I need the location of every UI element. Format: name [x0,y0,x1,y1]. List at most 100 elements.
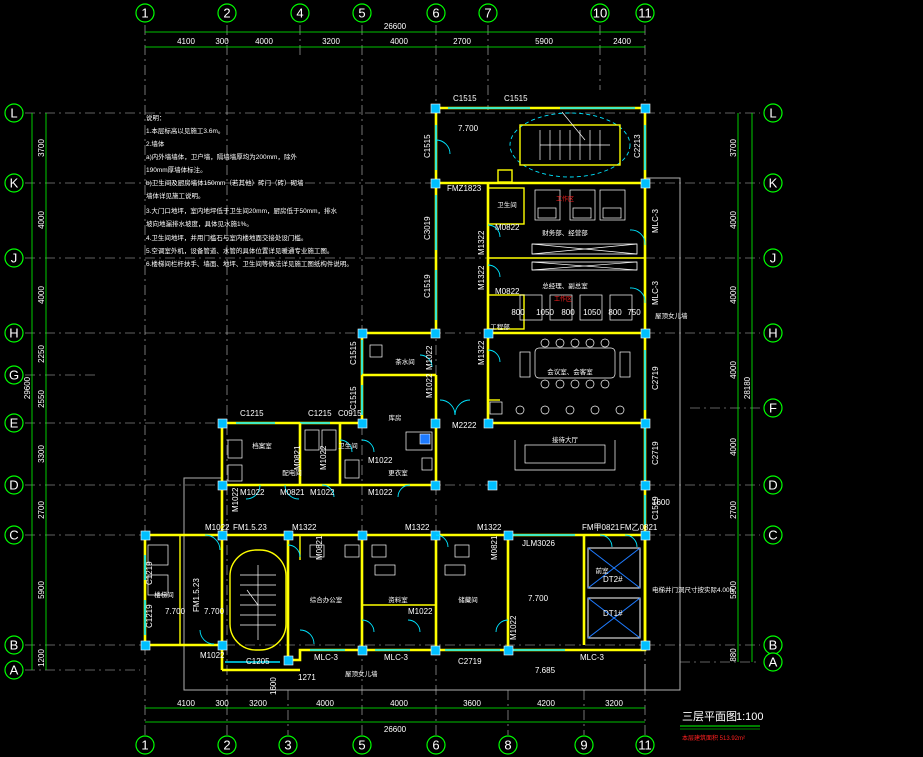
tag-jlm: JLM3026 [522,539,555,548]
axis-bubble-left-E: E [4,413,24,433]
svg-text:C: C [9,528,18,543]
dim-bottom-seg: 300 [215,699,229,708]
tag-m1022-g: M1022 [408,607,433,616]
svg-text:7: 7 [484,6,491,21]
left-dimensions: 29600 3700 4000 4000 2250 2550 3300 2700… [23,113,47,670]
tag-elev-c: 7.700 [204,607,225,616]
axis-bubble-top-7: 7 [478,3,498,23]
svg-text:2250: 2250 [37,345,46,363]
svg-text:1.本层标高以见施工3.6m。: 1.本层标高以见施工3.6m。 [146,126,224,135]
svg-text:1050: 1050 [536,308,554,317]
svg-text:b)卫生间及厨房墙体150mm（若其他）砖门（砖）砌墙: b)卫生间及厨房墙体150mm（若其他）砖门（砖）砌墙 [146,178,304,187]
tag-labels: C1515 C1515 7.700 FMZ1823 M0822 M0822 M2… [145,94,734,695]
axis-bubble-left-A: A [4,660,24,680]
dim-top-total: 26600 [384,22,407,31]
bottom-dimensions: 4100 300 3200 4000 4000 3600 4200 3200 2… [145,699,645,734]
svg-text:D: D [9,478,18,493]
axis-bubble-top-11: 11 [635,3,655,23]
room-labels: 卫生间 财务部、经营部 总经理、副总室 会议室、会客室 接待大厅 茶水间 库房 … [154,200,609,604]
red-label-2: 工作区 [554,295,572,303]
room-label-office2: 财务部、经营部 [542,228,588,237]
room-label-office3: 总经理、副总室 [542,281,588,290]
svg-text:A: A [10,663,19,678]
svg-text:4000: 4000 [729,286,738,304]
tag-c1515-v3: C1515 [349,386,358,410]
room-label-archive: 档案室 [252,441,272,450]
left-axis-bubbles: L K J H G E D C B A [4,103,24,680]
dim-top-seg: 4000 [390,37,408,46]
tag-m2222: M2222 [452,421,477,430]
axis-bubble-bottom-8: 8 [498,735,518,755]
bottom-axis-bubbles: 1 2 3 5 6 8 9 11 [135,735,655,755]
tag-m1022-v3: M1022 [231,487,240,512]
elevator-tag-2: DT1# [603,609,623,618]
axis-bubble-bottom-9: 9 [574,735,594,755]
columns [140,103,651,666]
exterior-walls [143,106,647,672]
north-stair [509,111,631,178]
svg-text:C: C [768,528,777,543]
tag-c1515-v: C1515 [423,134,432,158]
parapet-outline [183,177,681,691]
axis-bubble-top-6: 6 [426,3,446,23]
axis-bubble-left-L: L [4,103,24,123]
svg-text:8: 8 [504,738,511,753]
dim-bottom-seg: 4100 [177,699,195,708]
axis-bubble-right-D: D [763,475,783,495]
svg-text:F: F [769,401,777,416]
svg-text:4000: 4000 [729,361,738,379]
tag-m1322-c: M1322 [477,523,502,532]
svg-text:4000: 4000 [37,211,46,229]
axis-bubble-top-10: 10 [590,3,610,23]
svg-text:B: B [10,638,19,653]
svg-text:5: 5 [358,6,365,21]
svg-text:3700: 3700 [37,139,46,157]
annot-elevator: 电梯井门洞尺寸按实际4.00h [652,585,734,594]
doors [199,139,646,645]
tag-fmy0821: FM乙0821 [620,523,658,532]
tag-elev-d: 7.700 [528,594,549,603]
svg-text:11: 11 [638,738,652,753]
tag-c1515-a: C1515 [453,94,477,103]
axis-bubble-right-F: F [763,398,783,418]
axis-bubble-left-C: C [4,525,24,545]
svg-text:880: 880 [729,648,738,662]
svg-text:4.卫生间地坪，并用门槛石与室内楼地面交接处设门槛。: 4.卫生间地坪，并用门槛石与室内楼地面交接处设门槛。 [146,233,307,242]
dim-bottom-seg: 4200 [537,699,555,708]
svg-text:800: 800 [608,308,622,317]
room-label-room1: 综合办公室 [310,595,343,604]
axis-bubble-right-L: L [763,103,783,123]
axis-bubble-bottom-5: 5 [352,735,372,755]
grid-lines [25,25,760,735]
tag-m1022-v4: M1022 [319,445,328,470]
svg-text:4: 4 [296,6,303,21]
dim-bottom-seg: 3200 [605,699,623,708]
svg-text:11: 11 [638,6,652,21]
dim-top-seg: 5900 [535,37,553,46]
svg-text:A: A [769,655,778,670]
axis-bubble-left-G: G [4,365,24,385]
svg-text:5: 5 [358,738,365,753]
axis-bubble-bottom-11: 11 [635,735,655,755]
svg-text:2.墙体: 2.墙体 [146,139,165,148]
tag-c3019-v: C3019 [423,216,432,240]
tag-m1022-v2: M1022 [425,373,434,398]
tag-c1205: C1205 [246,657,270,666]
tag-c1519-v: C1519 [423,274,432,298]
tag-m1022-c: M1022 [240,488,265,497]
tag-1600-v: 1600 [269,677,278,695]
room-label-kitchen: 茶水间 [395,357,415,366]
svg-text:D: D [768,478,777,493]
tag-c1515-v2: C1515 [349,341,358,365]
svg-text:坡向地漏排水坡度，具体见水施1%。: 坡向地漏排水坡度，具体见水施1%。 [146,219,253,228]
svg-text:2550: 2550 [37,390,46,408]
tag-m1322-a: M1322 [292,523,317,532]
axis-bubble-bottom-6: 6 [426,735,446,755]
svg-text:K: K [10,176,19,191]
axis-bubble-top-5: 5 [352,3,372,23]
tag-m0821-v2: M0821 [315,535,324,560]
tag-m1022-f: M1022 [200,651,225,660]
annot-parapet-right: 屋顶女儿墙 [655,311,688,320]
svg-text:3700: 3700 [729,139,738,157]
tag-elev-a: 7.700 [458,124,479,133]
